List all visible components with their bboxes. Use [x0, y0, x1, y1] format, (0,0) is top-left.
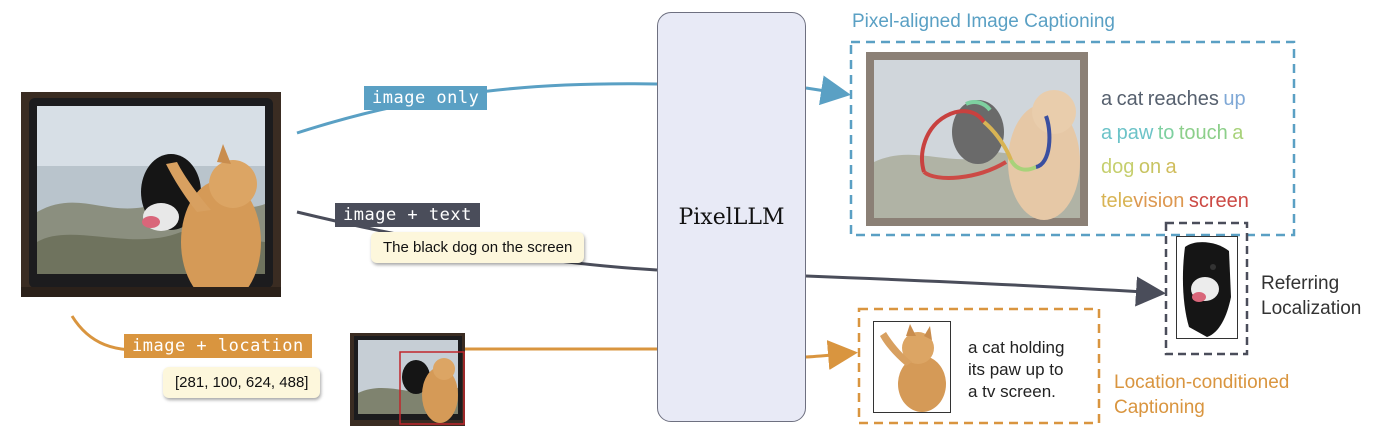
location-box-bubble: [281, 100, 624, 488]: [163, 367, 321, 398]
caption-word: touch: [1178, 122, 1228, 144]
referring-dog-art: [1177, 237, 1237, 338]
caption-word: paw: [1116, 122, 1154, 144]
pixelllm-model: PixelLLM: [657, 12, 806, 422]
caption-word: reaches: [1147, 88, 1219, 110]
location-caption-title-line-2: Captioning: [1114, 397, 1205, 418]
referring-label-line-1: Referring: [1261, 273, 1340, 294]
caption-word: vision: [1133, 190, 1185, 212]
pixel-caption-title: Pixel-aligned Image Captioning: [852, 11, 1115, 32]
location-thumbnail-art: [350, 333, 465, 426]
location-cat-crop: [873, 321, 951, 413]
location-caption-line-1: a cat holding: [968, 338, 1065, 357]
location-caption-title: Location-conditioned Captioning: [1114, 370, 1289, 420]
location-caption-panel: [857, 307, 1101, 425]
caption-line-4: television screen: [1101, 185, 1287, 219]
caption-word: up: [1223, 88, 1246, 110]
caption-word: tele: [1101, 190, 1134, 212]
location-caption-line-3: a tv screen.: [968, 382, 1056, 401]
caption-word: dog: [1101, 156, 1135, 178]
image-location-tag: image + location: [124, 334, 312, 358]
referring-dog-crop: [1176, 236, 1238, 339]
pixel-caption-text: a cat reaches up a paw to touch a dog on…: [1101, 83, 1287, 219]
caption-word: to: [1157, 122, 1175, 144]
input-image-art: [21, 92, 281, 297]
image-only-tag: image only: [364, 86, 488, 110]
location-caption-text: a cat holding its paw up to a tv screen.: [968, 337, 1064, 403]
caption-word: on: [1138, 156, 1162, 178]
caption-line-1: a cat reaches up: [1101, 83, 1287, 117]
pixel-caption-arrow: [805, 75, 851, 106]
caption-line-2: a paw to touch a: [1101, 117, 1287, 151]
location-caption-line-2: its paw up to: [968, 360, 1064, 379]
caption-word: a: [1232, 122, 1244, 144]
referring-panel: [1164, 221, 1249, 356]
pixel-caption-art: [866, 52, 1088, 226]
location-caption-title-line-1: Location-conditioned: [1114, 372, 1290, 393]
caption-word: a: [1101, 88, 1113, 110]
model-label: PixelLLM: [678, 204, 785, 230]
caption-word: cat: [1116, 88, 1144, 110]
caption-line-3: dog on a: [1101, 151, 1287, 185]
location-caption-arrow: [805, 340, 858, 370]
pixel-caption-image: [866, 52, 1088, 226]
location-cat-art: [874, 322, 950, 412]
text-query-bubble: The black dog on the screen: [371, 232, 585, 263]
image-text-tag: image + text: [335, 203, 480, 227]
referring-label: Referring Localization: [1261, 271, 1361, 321]
location-thumbnail: [350, 333, 465, 426]
caption-word: a: [1101, 122, 1113, 144]
referring-label-line-2: Localization: [1261, 298, 1362, 319]
caption-word: screen: [1188, 190, 1249, 212]
caption-word: a: [1165, 156, 1177, 178]
pixel-caption-panel: [849, 40, 1296, 237]
referring-arrow: [805, 274, 1166, 307]
input-image: [21, 92, 281, 297]
